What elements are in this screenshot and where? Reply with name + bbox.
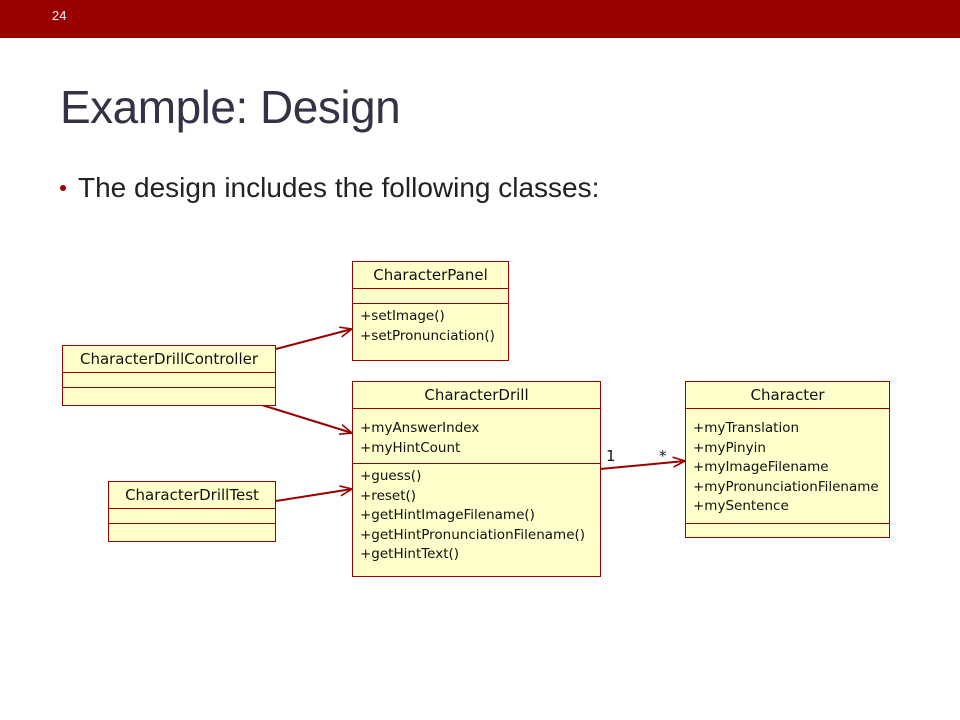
attribute-item: +mySentence — [693, 498, 789, 514]
multiplicity-source: 1 — [606, 447, 616, 465]
operation-item: +getHintText() — [360, 546, 460, 562]
operation-item: +getHintImageFilename() — [360, 507, 535, 523]
association-controller-drill — [261, 404, 352, 433]
attribute-item: +myPinyin — [693, 439, 766, 456]
bullet-item: The design includes the following classe… — [60, 172, 599, 204]
class-character: Character +myTranslation +myPinyin +myIm… — [685, 381, 890, 538]
operation-item: +guess() — [360, 468, 422, 484]
attributes-section — [109, 509, 275, 524]
operations-section: +setImage() +setPronunciation() — [353, 304, 508, 349]
operation-item: +getHintPronunciationFilename() — [360, 526, 586, 543]
slide-number: 24 — [52, 8, 67, 23]
class-character-drill-controller: CharacterDrillController — [62, 345, 276, 406]
class-name: CharacterPanel — [353, 262, 508, 289]
operations-section — [63, 388, 275, 403]
class-character-drill: CharacterDrill +myAnswerIndex +myHintCou… — [352, 381, 601, 577]
operation-item: +reset() — [360, 487, 417, 504]
attribute-item: +myAnswerIndex — [360, 420, 480, 436]
class-name: CharacterDrillController — [63, 346, 275, 373]
class-name: CharacterDrill — [353, 382, 600, 409]
operations-section — [686, 524, 889, 539]
class-name: CharacterDrillTest — [109, 482, 275, 509]
class-character-panel: CharacterPanel +setImage() +setPronuncia… — [352, 261, 509, 361]
operation-item: +setImage() — [360, 308, 445, 324]
attribute-item: +myHintCount — [360, 439, 461, 456]
attribute-item: +myTranslation — [693, 420, 800, 436]
operations-section: +guess() +reset() +getHintImageFilename(… — [353, 464, 600, 568]
class-name: Character — [686, 382, 889, 409]
association-controller-panel — [275, 329, 352, 350]
attributes-section: +myTranslation +myPinyin +myImageFilenam… — [686, 409, 889, 524]
multiplicity-target: * — [659, 447, 667, 465]
attribute-item: +myImageFilename — [693, 459, 829, 475]
operations-section — [109, 524, 275, 539]
association-drill-character — [599, 461, 685, 470]
attributes-section — [63, 373, 275, 388]
association-test-drill — [275, 489, 352, 502]
bullet-icon — [60, 184, 66, 191]
class-character-drill-test: CharacterDrillTest — [108, 481, 276, 542]
attributes-section: +myAnswerIndex +myHintCount — [353, 409, 600, 464]
attributes-section — [353, 289, 508, 304]
bullet-text: The design includes the following classe… — [78, 172, 600, 203]
header-bar: 24 — [0, 0, 960, 38]
slide-title: Example: Design — [60, 81, 401, 133]
attribute-item: +myPronunciationFilename — [693, 478, 879, 495]
operation-item: +setPronunciation() — [360, 327, 495, 344]
